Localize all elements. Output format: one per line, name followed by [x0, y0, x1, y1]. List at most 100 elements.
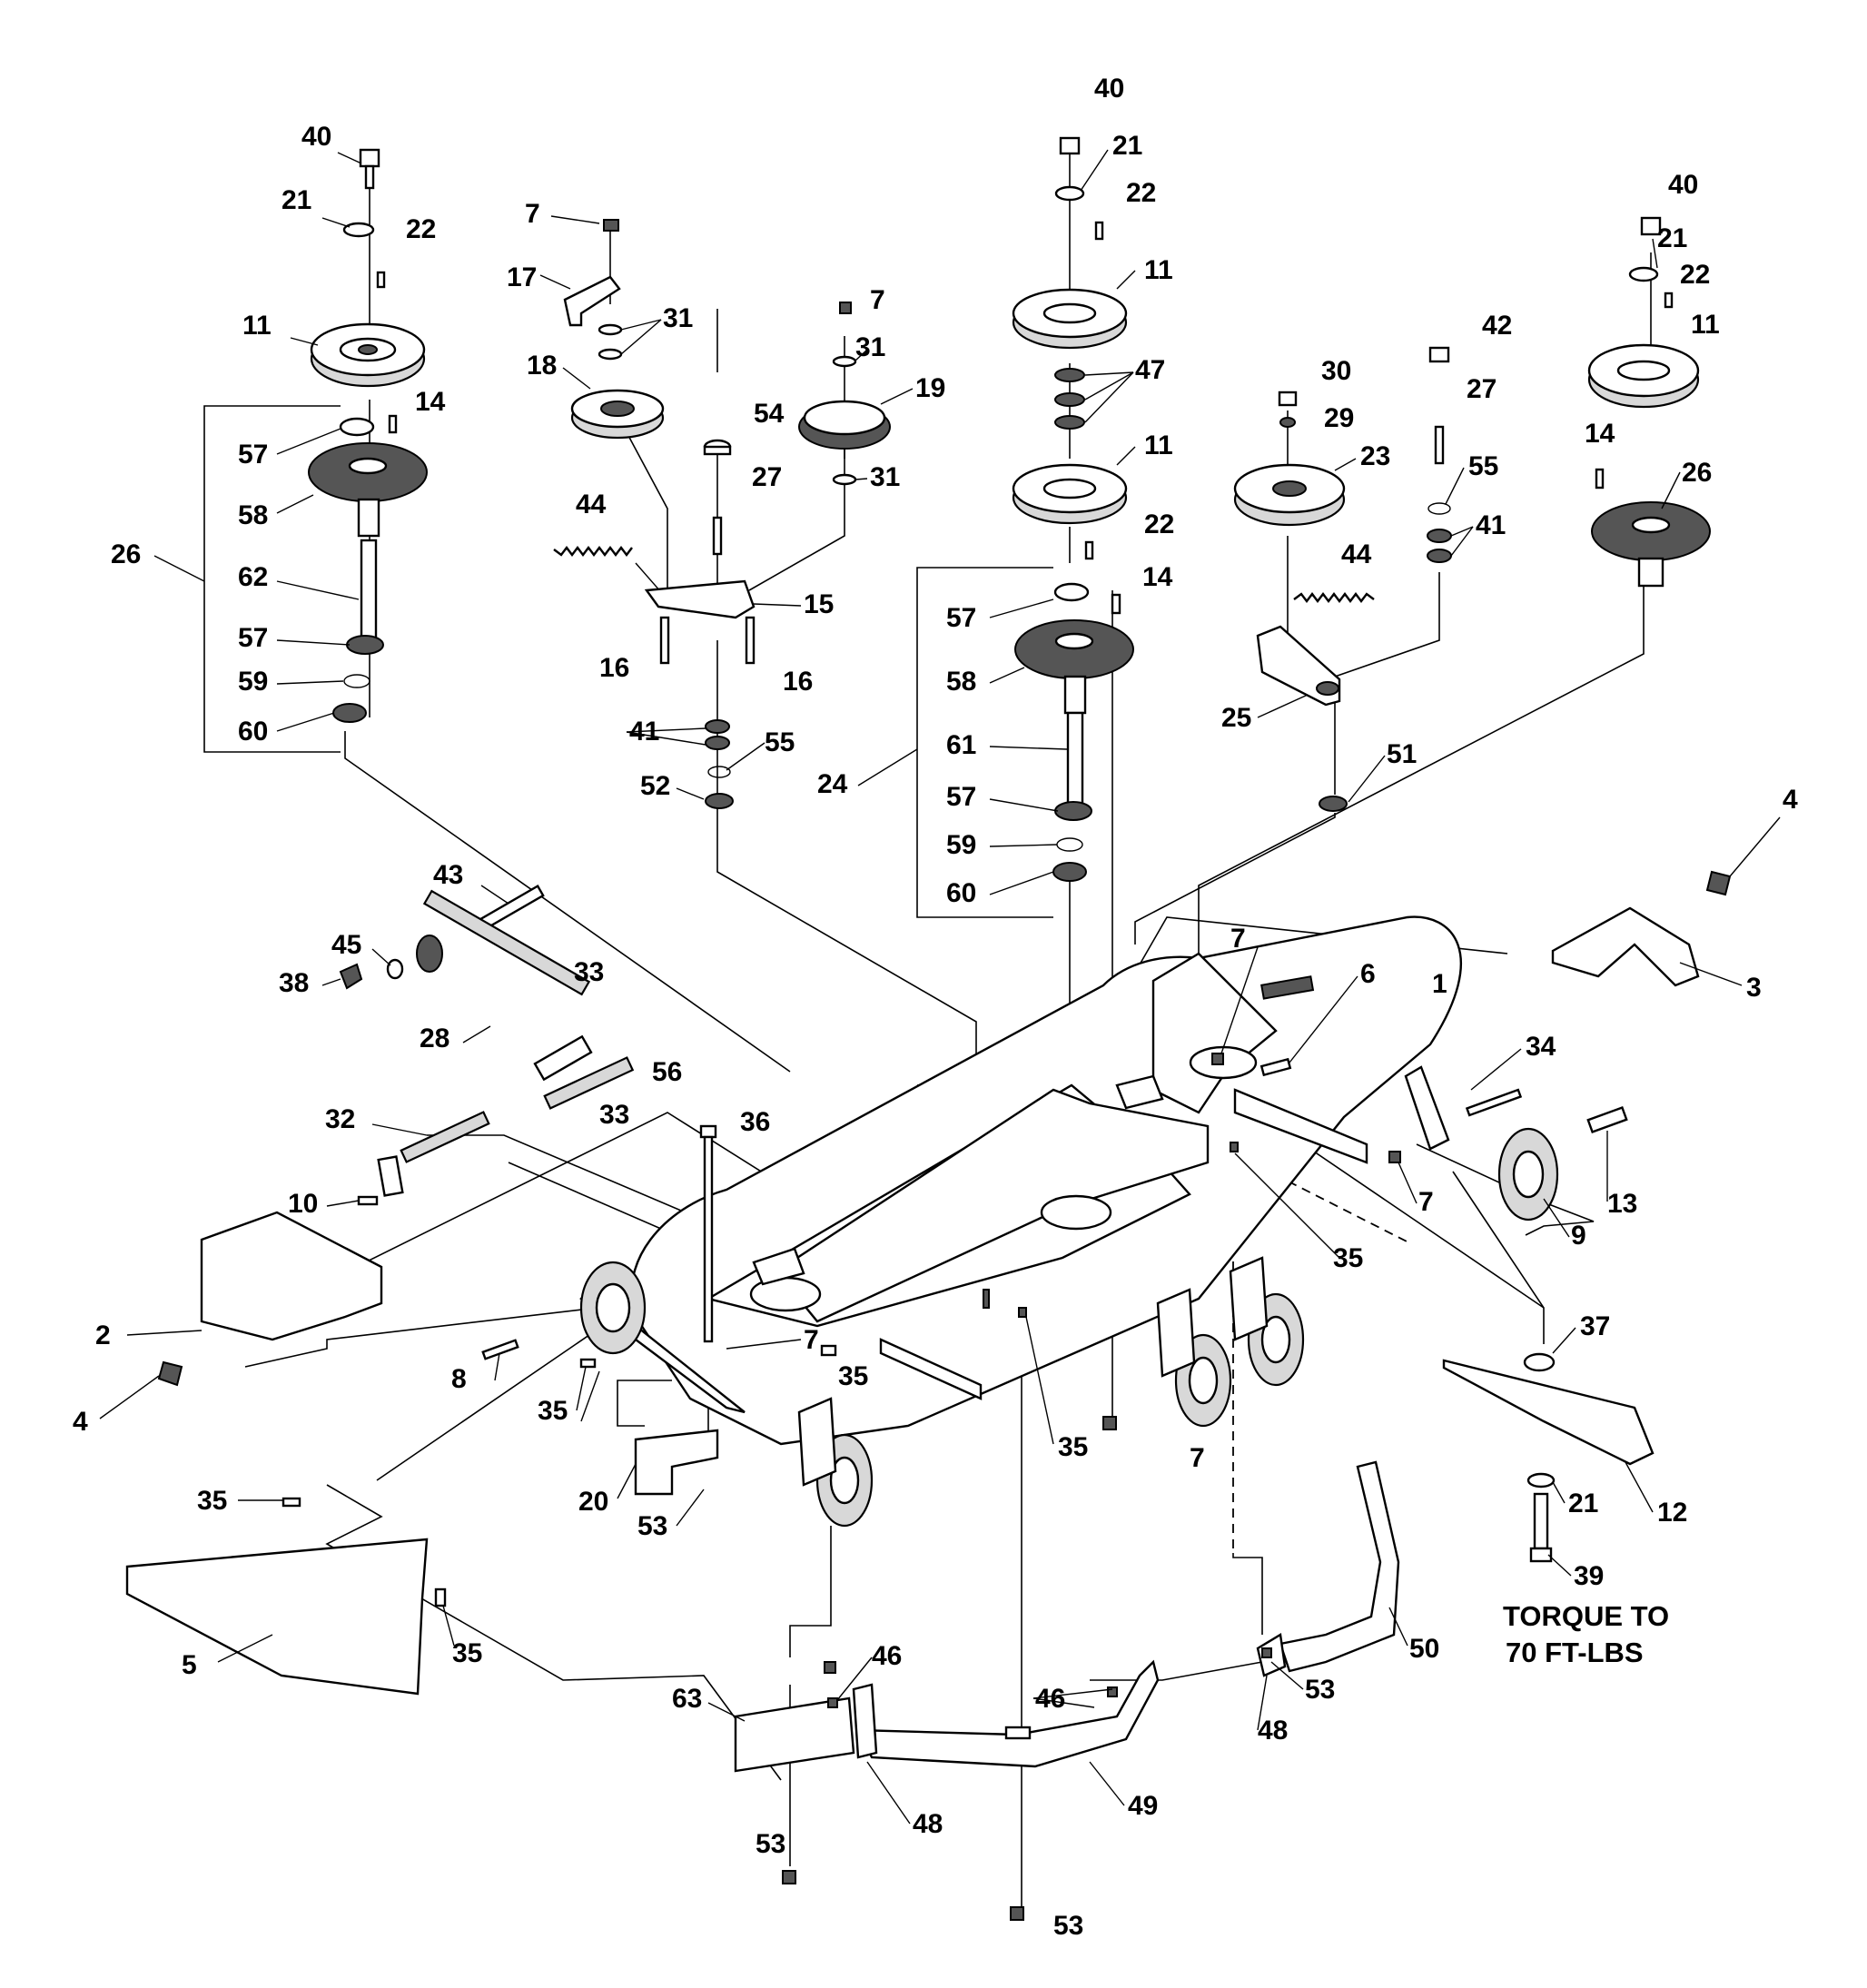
- callout-20: 20: [578, 1487, 608, 1517]
- callout-12: 12: [1657, 1498, 1687, 1528]
- callout-57-center-top: 57: [946, 603, 976, 633]
- callout-17: 17: [507, 262, 537, 292]
- callout-44-right: 44: [1341, 539, 1372, 569]
- callout-44-left: 44: [576, 490, 607, 519]
- callout-35-left: 35: [538, 1396, 568, 1426]
- callout-59-left: 59: [238, 667, 268, 697]
- callout-53-right: 53: [1305, 1675, 1335, 1705]
- callout-21-right: 21: [1657, 223, 1687, 253]
- callout-14-right: 14: [1585, 419, 1615, 449]
- callout-53-bottom: 53: [1053, 1911, 1083, 1941]
- callout-39: 39: [1574, 1561, 1604, 1591]
- callout-11-left: 11: [242, 311, 272, 341]
- callout-48-left: 48: [913, 1809, 943, 1839]
- callout-42: 42: [1482, 311, 1512, 341]
- callout-11-center-bottom: 11: [1144, 430, 1173, 460]
- callout-13: 13: [1607, 1189, 1637, 1219]
- callout-31-a: 31: [663, 303, 693, 333]
- callout-37: 37: [1580, 1311, 1610, 1341]
- callout-57-left-bottom: 57: [238, 623, 268, 653]
- callout-62: 62: [238, 562, 268, 592]
- parts: [125, 136, 1732, 1921]
- callout-58-left: 58: [238, 500, 268, 530]
- callout-14-left: 14: [415, 387, 446, 417]
- callout-51: 51: [1387, 739, 1417, 769]
- callout-52: 52: [640, 771, 670, 801]
- callout-22-left: 22: [406, 214, 436, 244]
- callout-56: 56: [652, 1057, 682, 1087]
- callout-31-c: 31: [870, 462, 900, 492]
- callout-21-left: 21: [282, 185, 311, 215]
- callout-7-b: 7: [870, 285, 885, 315]
- callout-40-center: 40: [1094, 74, 1124, 104]
- callout-35-guard-right: 35: [452, 1638, 482, 1668]
- wheels: [579, 1065, 1628, 1528]
- torque-note-line2: 70 FT-LBS: [1506, 1637, 1644, 1668]
- callout-33-bottom: 33: [599, 1100, 629, 1130]
- callout-60-center: 60: [946, 878, 976, 908]
- callout-14-center: 14: [1142, 562, 1173, 592]
- callout-29: 29: [1324, 403, 1354, 433]
- callout-26-right: 26: [1682, 458, 1712, 488]
- callout-7-deck: 7: [1230, 924, 1246, 954]
- front-bumper: [734, 1460, 1400, 1773]
- callout-57-center-bottom: 57: [946, 782, 976, 812]
- callout-49: 49: [1128, 1791, 1158, 1821]
- callout-28: 28: [420, 1024, 449, 1053]
- left-spindle-assembly: [308, 148, 428, 723]
- callout-57-left-top: 57: [238, 440, 268, 470]
- callout-34: 34: [1526, 1032, 1556, 1062]
- blade: [1442, 1352, 1655, 1563]
- callout-7-top: 7: [525, 199, 540, 229]
- callout-3: 3: [1746, 973, 1762, 1003]
- callout-16-b: 16: [783, 667, 813, 697]
- callout-43: 43: [433, 860, 463, 890]
- callout-59-center: 59: [946, 830, 976, 860]
- callout-40-left: 40: [301, 122, 331, 152]
- callout-53-bracket: 53: [637, 1511, 667, 1541]
- callout-53-left: 53: [756, 1829, 785, 1859]
- callout-7-bottom: 7: [1190, 1443, 1205, 1473]
- callout-8: 8: [451, 1364, 467, 1394]
- guards: [125, 870, 1732, 1696]
- callout-18: 18: [527, 351, 557, 381]
- callout-40-right: 40: [1668, 170, 1698, 200]
- callout-5: 5: [182, 1650, 197, 1680]
- right-spindle-assembly: [1587, 216, 1711, 588]
- callout-19: 19: [915, 373, 945, 403]
- callout-4-right: 4: [1783, 785, 1798, 815]
- deck-shell: [579, 915, 1463, 1446]
- callout-60-left: 60: [238, 717, 268, 747]
- callout-11-right: 11: [1691, 310, 1720, 340]
- callout-58-center: 58: [946, 667, 976, 697]
- height-bracket: [634, 1124, 719, 1496]
- callout-1: 1: [1432, 969, 1447, 999]
- callout-7-right: 7: [1418, 1187, 1434, 1217]
- callout-54: 54: [754, 399, 785, 429]
- callout-35-center: 35: [1058, 1432, 1088, 1462]
- callout-32: 32: [325, 1104, 355, 1134]
- callout-41-right: 41: [1476, 510, 1506, 540]
- callout-27-right: 27: [1467, 374, 1497, 404]
- callout-55-left: 55: [765, 727, 795, 757]
- callout-23: 23: [1360, 441, 1390, 471]
- callout-50: 50: [1409, 1634, 1439, 1664]
- callout-6: 6: [1360, 959, 1376, 989]
- callout-22-center-bottom: 22: [1144, 509, 1174, 539]
- callout-15: 15: [804, 589, 834, 619]
- callout-30: 30: [1321, 356, 1351, 386]
- callout-35-front: 35: [838, 1361, 868, 1391]
- callout-21-center: 21: [1112, 131, 1142, 161]
- callout-16-a: 16: [599, 653, 629, 683]
- callout-48-right: 48: [1258, 1716, 1288, 1746]
- callout-38: 38: [279, 968, 309, 998]
- callout-35-guard-top: 35: [197, 1486, 227, 1516]
- torque-note-line1: TORQUE TO: [1503, 1600, 1669, 1632]
- callout-35-right: 35: [1333, 1243, 1363, 1273]
- callout-22-center-top: 22: [1126, 178, 1156, 208]
- idler-assembly-left: [553, 219, 891, 809]
- callout-2: 2: [95, 1320, 111, 1350]
- center-spindle-assembly: [1012, 136, 1134, 882]
- callout-36: 36: [740, 1107, 770, 1137]
- callout-55-right: 55: [1468, 451, 1498, 481]
